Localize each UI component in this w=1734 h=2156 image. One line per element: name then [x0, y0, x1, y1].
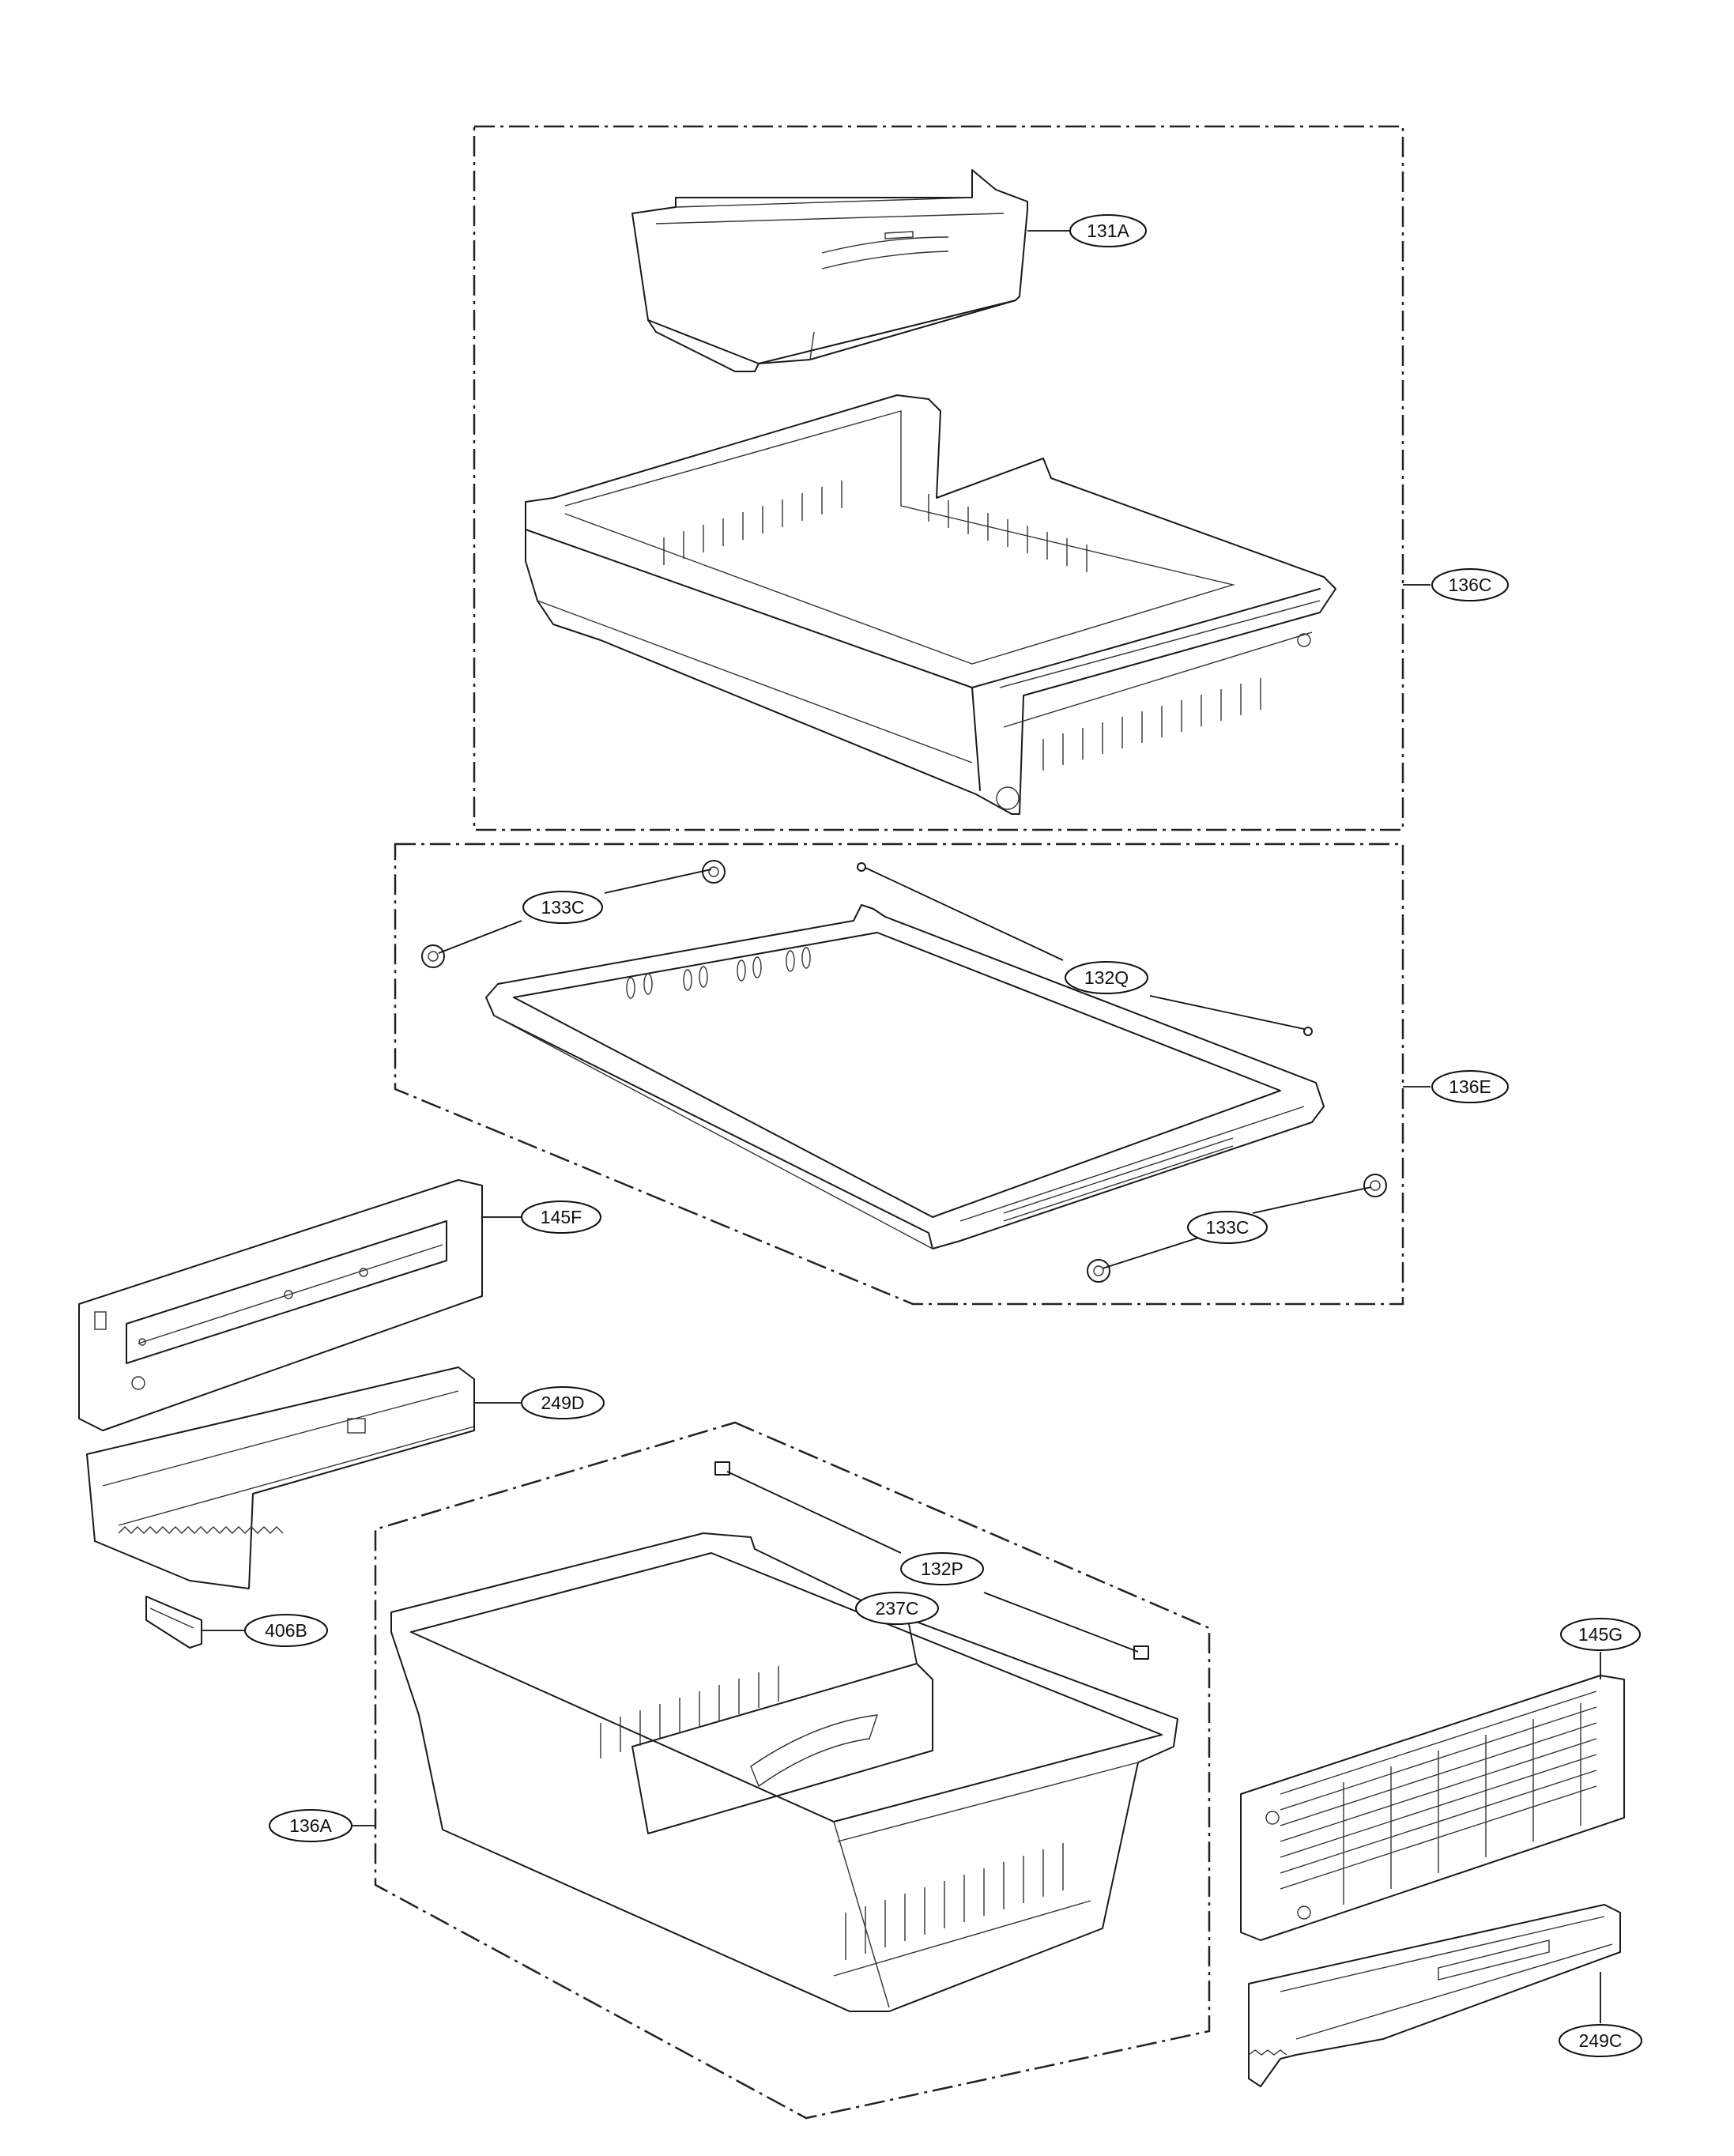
callout-label-132P: 132P	[921, 1559, 963, 1579]
callout-136C: 136C	[1431, 568, 1509, 601]
frame-136E-rail-holes	[626, 947, 811, 999]
leader-lines	[202, 230, 1601, 2023]
callout-237C: 237C	[855, 1592, 939, 1625]
callout-label-133C-upper: 133C	[541, 897, 585, 918]
callout-label-133C-lower: 133C	[1206, 1217, 1250, 1238]
part-237C-divider	[631, 1663, 933, 1834]
drawer-group-136C	[473, 125, 1404, 831]
callout-249C: 249C	[1559, 2024, 1642, 2057]
roller-133C-bottom-left	[1087, 1259, 1110, 1283]
callout-label-131A: 131A	[1087, 220, 1129, 241]
assembly-boundary-136E	[394, 842, 1404, 1306]
callout-406B: 406B	[244, 1614, 328, 1647]
callout-label-145G: 145G	[1578, 1624, 1623, 1645]
part-249D-slide-rail-left	[86, 1366, 475, 1589]
part-136E-drawer-frame	[485, 904, 1325, 1250]
roller-133C-top-right	[702, 860, 726, 884]
basket-136A-front-slots	[833, 1843, 1091, 1977]
roller-133C-bottom-right	[1363, 1174, 1387, 1197]
part-136A-freezer-basket	[390, 1532, 1178, 2012]
callout-label-249D: 249D	[541, 1393, 585, 1413]
callout-145G: 145G	[1560, 1618, 1641, 1651]
part-406B-sensor	[145, 1596, 202, 1649]
callout-label-145F: 145F	[541, 1207, 582, 1227]
callout-131A: 131A	[1069, 214, 1147, 247]
callout-133C-upper: 133C	[522, 891, 603, 924]
callout-label-136A: 136A	[289, 1815, 332, 1836]
drawer-136C-slots	[663, 481, 1261, 771]
roller-133C-top-left	[421, 944, 445, 968]
assembly-boundary-136C	[473, 125, 1404, 831]
callout-label-136E: 136E	[1449, 1076, 1491, 1097]
screw-132Q-bottom	[1303, 1027, 1313, 1036]
callout-label-132Q: 132Q	[1084, 967, 1129, 988]
part-249C-slide-rail-right	[1248, 1904, 1621, 2087]
basket-group-136A	[374, 1421, 1211, 2120]
clip-132P-bottom	[1133, 1645, 1149, 1660]
part-145G-rail-cover-right	[1240, 1675, 1625, 1941]
frame-group-136E	[394, 842, 1404, 1306]
part-145F-rail-cover-left	[78, 1179, 483, 1431]
callout-132Q: 132Q	[1065, 961, 1148, 994]
basket-136A-back-slots	[600, 1666, 779, 1758]
callout-label-249C: 249C	[1579, 2030, 1623, 2051]
screw-132Q-top	[857, 862, 866, 872]
clip-132P-top	[714, 1461, 730, 1476]
callout-label-136C: 136C	[1449, 575, 1492, 595]
callout-249D: 249D	[521, 1386, 605, 1419]
assembly-boundary-136A	[374, 1421, 1211, 2120]
callout-136A: 136A	[269, 1809, 352, 1842]
part-131A-ice-bin	[631, 169, 1028, 372]
part-136C-freezer-drawer	[525, 394, 1336, 815]
callout-label-237C: 237C	[876, 1598, 919, 1619]
callout-136E: 136E	[1431, 1070, 1509, 1103]
callout-label-406B: 406B	[265, 1620, 307, 1641]
callout-133C-lower: 133C	[1187, 1211, 1268, 1244]
callout-145F: 145F	[521, 1200, 601, 1234]
callout-132P: 132P	[900, 1552, 984, 1585]
